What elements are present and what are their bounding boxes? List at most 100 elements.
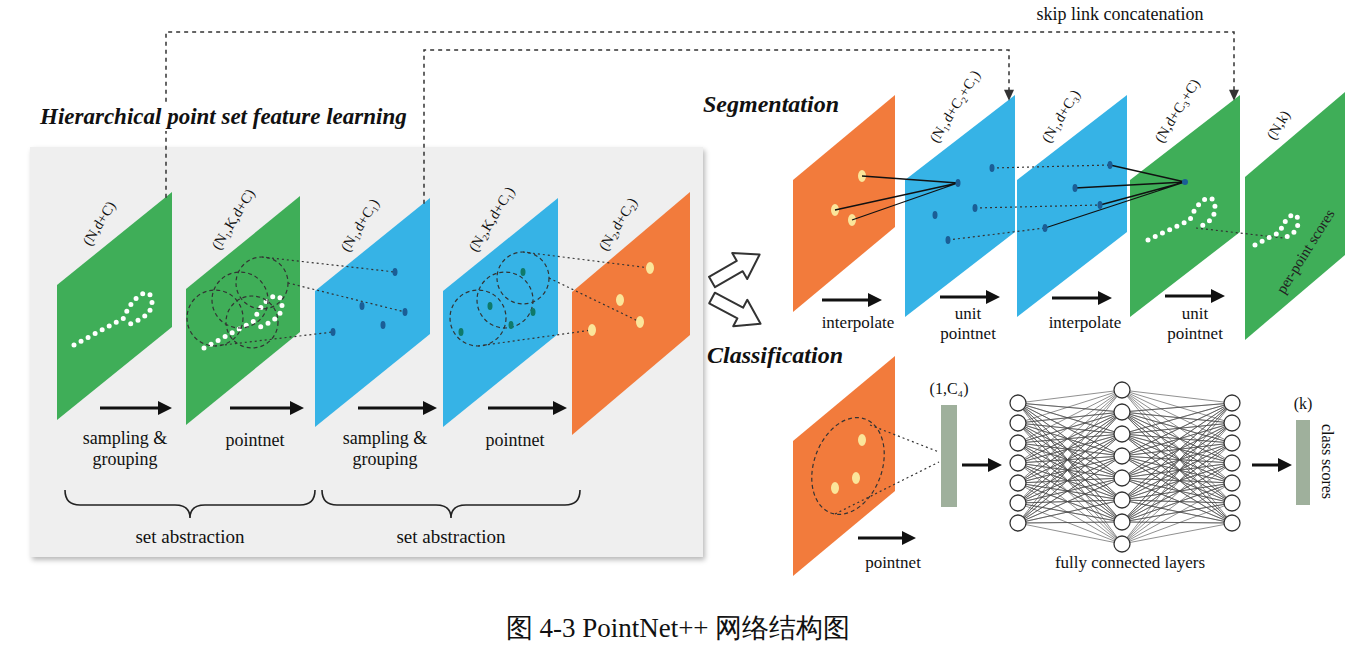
dimension-label-slot: (N₂,K,d+C₁) (472, 241, 545, 259)
step-label-slot: pointnet (838, 553, 948, 573)
step-label: set abstraction (90, 526, 290, 548)
projection-lines (948, 165, 1283, 240)
dimension-label: (N₁,d+C₂+C₁) (925, 67, 984, 146)
section-heading-slot: Classification (707, 341, 843, 369)
brace (65, 490, 315, 518)
panel-heading-slot: Hierarchical point set feature learning (36, 103, 411, 131)
step-label-slot: unit pointnet (1155, 304, 1235, 343)
feature-plane (793, 95, 895, 312)
dimension-label-slot: (N,d+C) (86, 235, 135, 253)
centroid-points (459, 268, 536, 336)
upsampled-points (933, 161, 1189, 244)
projection-lines (835, 425, 939, 514)
step-label-slot: interpolate (803, 313, 913, 333)
plane-fill (1017, 95, 1127, 317)
dimension-label-slot: (N₁,d+C₁) (344, 241, 403, 259)
plane-shape (315, 198, 430, 427)
step-label-slot: sampling & grouping (70, 428, 180, 469)
grouping-circle (226, 296, 278, 348)
feature-plane: (N₁,d+C₃) (1017, 95, 1127, 317)
fc-connections (1018, 390, 1232, 544)
step-label-slot: unit pointnet (928, 304, 1008, 343)
feature-plane: (N,d+C) (57, 192, 172, 420)
brace (322, 490, 580, 518)
feature-points (831, 170, 866, 226)
dimension-label: (N₁,d+C₁) (336, 195, 383, 255)
feature-panel: Hierarchical point set feature learning(… (30, 147, 703, 557)
feature-vector-bar: (1,C₄) (941, 405, 957, 507)
feature-plane: (N₁,d+C₂+C₁) (905, 95, 1015, 317)
branch-arrow (705, 285, 768, 337)
plane-shape (1017, 95, 1127, 317)
plane-shape (186, 196, 300, 425)
dimension-label: (N₁,K,d+C) (207, 185, 258, 252)
dimension-label-slot: (N,d+C₃+C) (1158, 132, 1230, 150)
step-label: interpolate (1030, 313, 1140, 333)
dimension-label: (N₂,K,d+C₁) (464, 183, 518, 254)
step-label-slot: set abstraction (90, 526, 290, 548)
skip-link-line (166, 32, 1234, 198)
step-label-slot: interpolate (1030, 313, 1140, 333)
dimension-label-slot: (N₁,d+C₃) (1045, 132, 1104, 150)
feature-plane: (N₁,d+C₁) (315, 198, 430, 427)
point-cloud (1255, 215, 1298, 245)
plane-fill (1245, 92, 1345, 340)
dimension-label-slot: (N₁,d+C₂+C₁) (933, 132, 1015, 150)
grouping-circle (236, 257, 288, 309)
dimension-label: (k) (1263, 394, 1343, 414)
plane-shape (1130, 95, 1240, 317)
grouping-circles (187, 252, 549, 348)
step-label: pointnet (200, 430, 310, 451)
plane-fill (186, 196, 300, 425)
dimension-label-slot: (N,k) (1270, 129, 1301, 147)
feature-plane (793, 356, 895, 576)
figure-caption: 图 4-3 PointNet++ 网络结构图 (0, 612, 1356, 644)
grouping-circle (212, 272, 268, 328)
dimension-label: (N₁,d+C₃) (1037, 86, 1084, 146)
step-label-slot: pointnet (200, 430, 310, 451)
plane-shape (443, 198, 558, 427)
step-arrowheads (988, 458, 1292, 472)
feature-points (588, 262, 654, 336)
dimension-label: (N,k) (1262, 107, 1294, 143)
point-cloud (1148, 198, 1215, 240)
step-arrows (100, 407, 555, 410)
step-arrows (822, 296, 1213, 538)
centroid-points (331, 268, 408, 336)
step-label-slot: set abstraction (351, 526, 551, 548)
feature-plane: (N₂,K,d+C₁) (443, 198, 558, 427)
arrowhead (1004, 90, 1014, 101)
dimension-label-slot: (k) (1263, 394, 1343, 414)
step-arrows (962, 464, 1280, 467)
step-label: skip link concatenation (990, 4, 1250, 25)
section-heading: Segmentation (703, 90, 839, 118)
grouping-circle (450, 290, 506, 346)
step-label: sampling & grouping (330, 428, 440, 469)
feature-plane: (N,k)per-point scores (1245, 92, 1345, 340)
skip-link (424, 50, 1014, 204)
step-label: interpolate (803, 313, 913, 333)
plane-fill (905, 95, 1015, 317)
step-label: pointnet (838, 553, 948, 573)
fc-neurons (1010, 382, 1240, 552)
plane-fill (443, 198, 558, 427)
dimension-label: (N,d+C) (78, 198, 119, 249)
feature-points (831, 434, 866, 494)
step-label: unit pointnet (1155, 304, 1235, 343)
section-heading-slot: Segmentation (703, 90, 839, 118)
dimension-label: (N₂,d+C₂) (594, 194, 641, 254)
output-label: class scores (1318, 424, 1336, 499)
step-label: set abstraction (351, 526, 551, 548)
dimension-label-slot: (N₂,d+C₂) (602, 240, 661, 258)
panel-heading: Hierarchical point set feature learning (36, 103, 411, 131)
grouping-circle (477, 272, 533, 328)
plane-shape (572, 192, 690, 435)
plane-shape (57, 192, 172, 420)
feature-vector-bar: (k)class scores (1296, 420, 1310, 505)
feature-plane: (N,d+C₃+C) (1130, 95, 1240, 317)
step-arrowheads (158, 401, 567, 415)
step-label: pointnet (460, 430, 570, 451)
dimension-label: (1,C₄) (909, 379, 989, 399)
output-label-slot: per-point scores (1280, 283, 1356, 301)
